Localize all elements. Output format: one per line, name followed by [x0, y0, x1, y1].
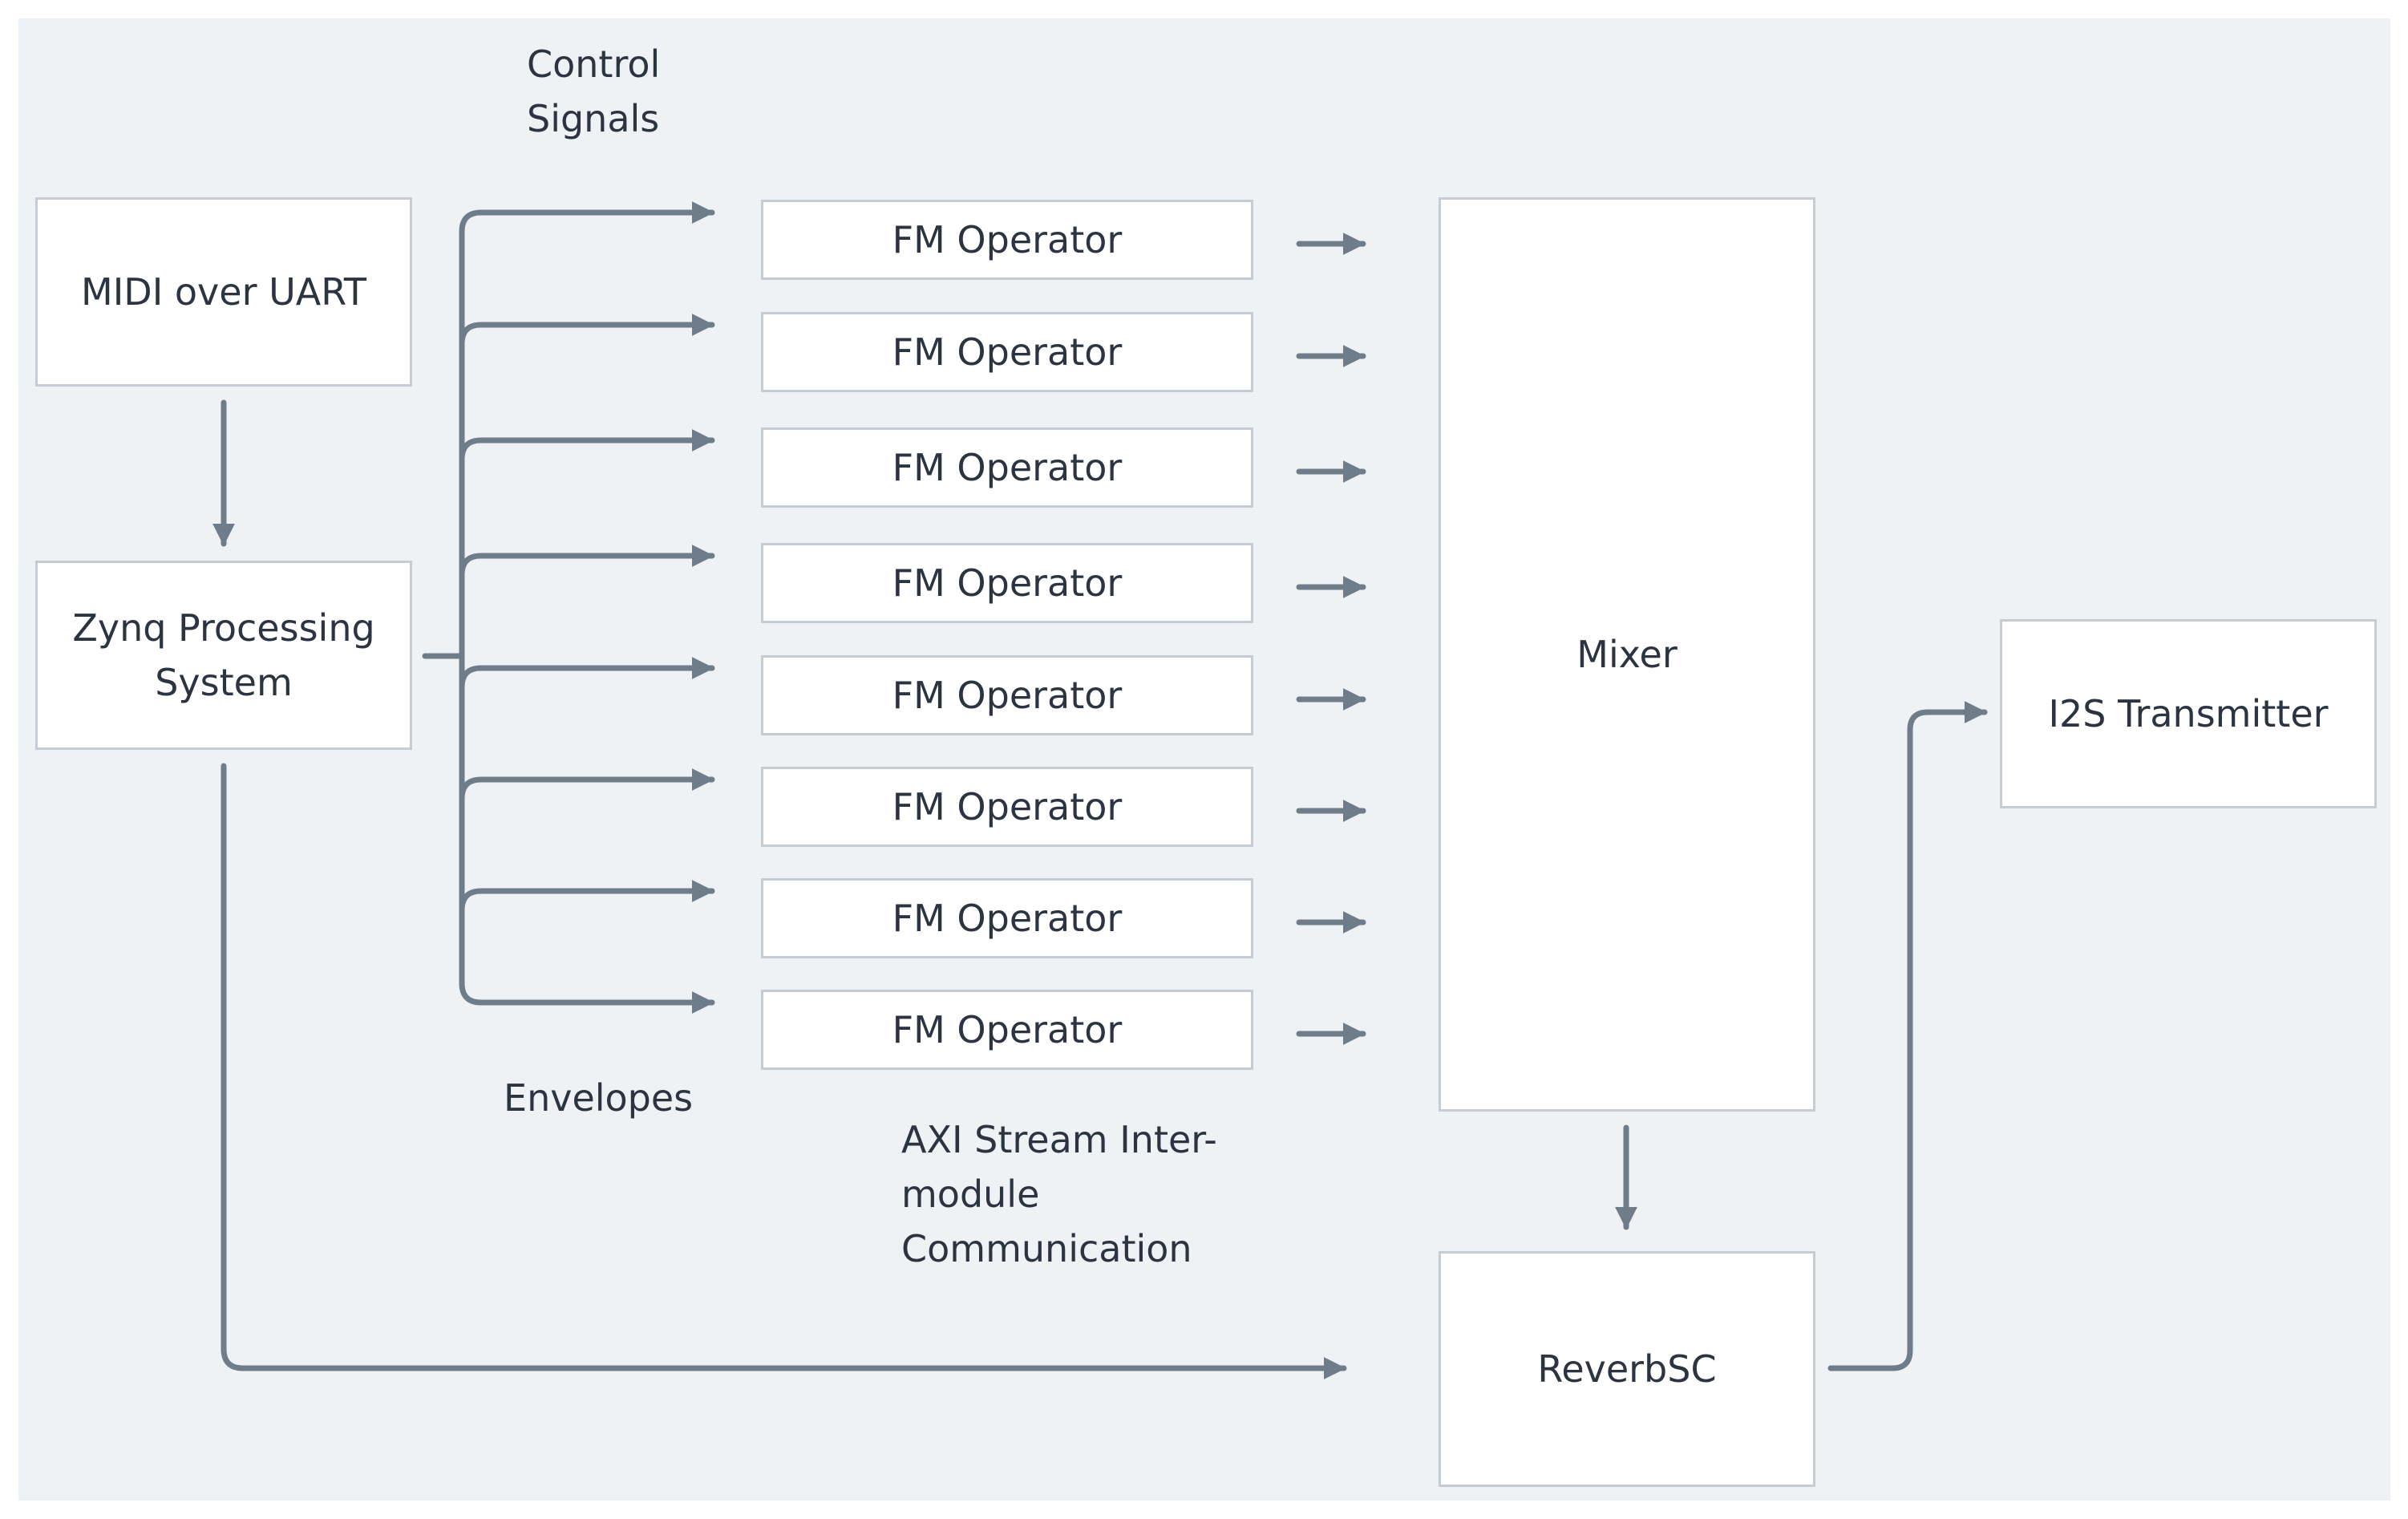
arrow-bus-to-fm-operator: [459, 545, 715, 578]
fm-operator-box: FM Operator: [761, 312, 1253, 392]
arrow-bus-to-fm-operator: [459, 201, 715, 235]
fm-operator-box: FM Operator: [761, 200, 1253, 280]
midi-over-uart-box: MIDI over UART: [35, 197, 412, 387]
zynq-processing-system-box: Zynq Processing System: [35, 561, 412, 750]
fm-operator-label: FM Operator: [892, 785, 1123, 828]
fm-operator-label: FM Operator: [892, 446, 1123, 489]
arrow-bus-to-fm-operator: [459, 880, 715, 913]
fm-operator-label: FM Operator: [892, 1008, 1123, 1051]
fm-operator-label: FM Operator: [892, 674, 1123, 717]
i2s-transmitter-label: I2S Transmitter: [2048, 692, 2329, 735]
mixer-label: Mixer: [1576, 633, 1678, 676]
reverbsc-label: ReverbSC: [1537, 1347, 1717, 1391]
envelopes-label: Envelopes: [504, 1076, 694, 1120]
arrow-bus-to-fm-operator: [459, 429, 715, 463]
arrow-bus-to-fm-operator: [459, 314, 715, 347]
fm-operator-label: FM Operator: [892, 897, 1123, 940]
fm-operator-box: FM Operator: [761, 767, 1253, 847]
zynq-processing-system-label: Zynq Processing System: [72, 606, 375, 704]
fm-operator-label: FM Operator: [892, 330, 1123, 374]
mixer-box: Mixer: [1439, 197, 1815, 1112]
arrow-bus-to-fm-operator: [459, 768, 715, 802]
fm-operator-label: FM Operator: [892, 561, 1123, 605]
fm-operator-box: FM Operator: [761, 543, 1253, 623]
fm-operator-label: FM Operator: [892, 218, 1123, 261]
arrow-zynq-to-reverb: [221, 763, 1347, 1379]
fm-operator-box: FM Operator: [761, 878, 1253, 958]
fm-operator-box: FM Operator: [761, 990, 1253, 1070]
fm-operator-box: FM Operator: [761, 655, 1253, 735]
arrow-bus-to-fm-operator: [459, 980, 715, 1014]
reverbsc-box: ReverbSC: [1439, 1251, 1815, 1487]
axi-stream-label: AXI Stream Inter- module Communication: [901, 1118, 1217, 1270]
midi-over-uart-label: MIDI over UART: [81, 270, 366, 314]
fm-operator-box: FM Operator: [761, 427, 1253, 508]
control-signals-label: Control Signals: [527, 43, 661, 140]
arrow-bus-to-fm-operator: [459, 657, 715, 691]
arrow-reverb-to-i2s: [1827, 701, 1988, 1371]
i2s-transmitter-box: I2S Transmitter: [2000, 619, 2377, 808]
